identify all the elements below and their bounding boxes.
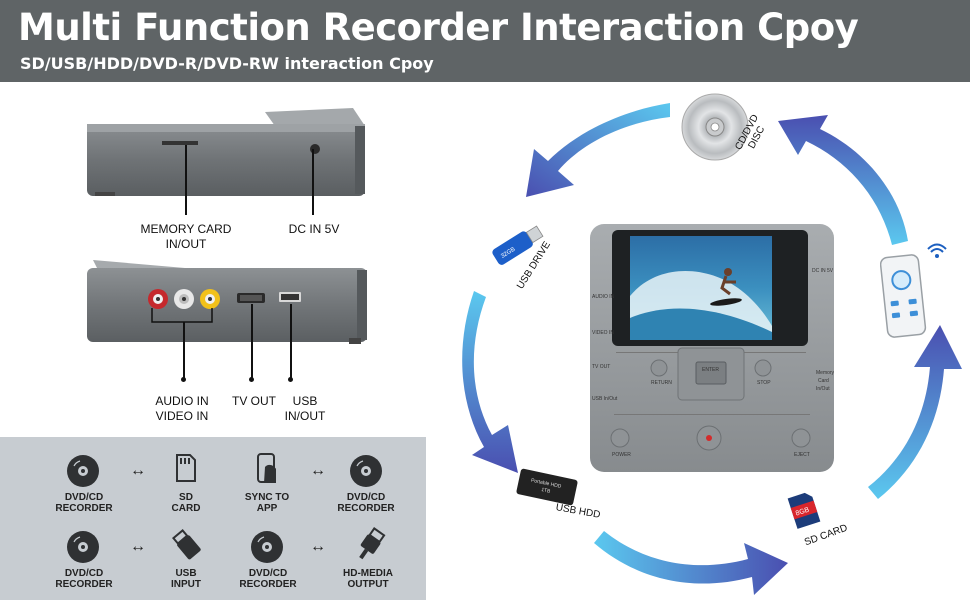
sd-size-text: 8GB bbox=[795, 506, 811, 517]
usb-drive-icon: 32GB bbox=[492, 225, 544, 265]
tv-out-dot bbox=[249, 377, 254, 382]
enter-button[interactable]: ENTER bbox=[702, 367, 719, 373]
recorder-side-view-top bbox=[87, 108, 365, 196]
tv-out-leader bbox=[251, 304, 253, 380]
double-arrow-icon: ↔ bbox=[130, 462, 146, 479]
page-title: Multi Function Recorder Interaction Cpoy bbox=[18, 6, 859, 49]
device-left-label-usb: USB In/Out bbox=[592, 396, 618, 402]
power-button[interactable]: POWER bbox=[612, 452, 631, 458]
double-arrow-icon: ↔ bbox=[310, 538, 326, 555]
device-left-label-video: VIDEO IN bbox=[592, 330, 614, 336]
eject-button[interactable]: EJECT bbox=[794, 452, 810, 458]
usb-leader bbox=[290, 304, 292, 380]
stop-button[interactable]: STOP bbox=[757, 380, 771, 386]
usb-stick-icon bbox=[172, 529, 201, 560]
disc-icon bbox=[67, 455, 99, 487]
audio-video-dot bbox=[181, 377, 186, 382]
device-right-label-memory: Memory bbox=[816, 370, 835, 376]
recorder-side-view-ports bbox=[87, 260, 367, 344]
double-arrow-icon: ↔ bbox=[310, 462, 326, 479]
wifi-icon bbox=[927, 243, 947, 258]
usb-hdd-icon: Portable HDD 1TB bbox=[516, 468, 578, 506]
header-banner: Multi Function Recorder Interaction Cpoy… bbox=[0, 0, 970, 82]
sd-card-icon bbox=[176, 454, 196, 482]
double-arrow-icon: ↔ bbox=[130, 538, 146, 555]
audio-video-leader bbox=[183, 322, 185, 380]
disc-icon bbox=[251, 531, 283, 563]
device-left-label-tv: TV OUT bbox=[592, 364, 611, 370]
device-left-label-audio: AUDIO IN bbox=[592, 294, 615, 300]
page-subtitle: SD/USB/HDD/DVD-R/DVD-RW interaction Cpoy bbox=[20, 54, 434, 73]
sd-card-device-icon: 8GB bbox=[787, 492, 821, 529]
return-button[interactable]: RETURN bbox=[651, 380, 672, 386]
dc-in-label: DC IN 5V bbox=[288, 222, 340, 236]
dc-in-leader bbox=[312, 149, 314, 215]
device-right-label-card: Card bbox=[818, 378, 829, 384]
cycle-arrows bbox=[462, 103, 962, 595]
disc-icon bbox=[67, 531, 99, 563]
phone-icon bbox=[257, 453, 276, 483]
memory-card-leader bbox=[185, 145, 187, 215]
disc-icon bbox=[350, 455, 382, 487]
tv-out-label: TV OUT bbox=[232, 394, 276, 408]
recorder-front-view bbox=[590, 224, 834, 472]
cd-disc-icon bbox=[681, 93, 749, 161]
usb-dot bbox=[288, 377, 293, 382]
phone-device-icon bbox=[880, 254, 927, 338]
device-right-label-dc: DC IN 5V bbox=[812, 268, 834, 274]
device-right-label-inout: In/Out bbox=[816, 386, 830, 392]
hdd-size-text: 1TB bbox=[541, 487, 552, 495]
audio-video-bracket bbox=[151, 308, 213, 323]
hdmi-plug-icon bbox=[359, 527, 386, 560]
